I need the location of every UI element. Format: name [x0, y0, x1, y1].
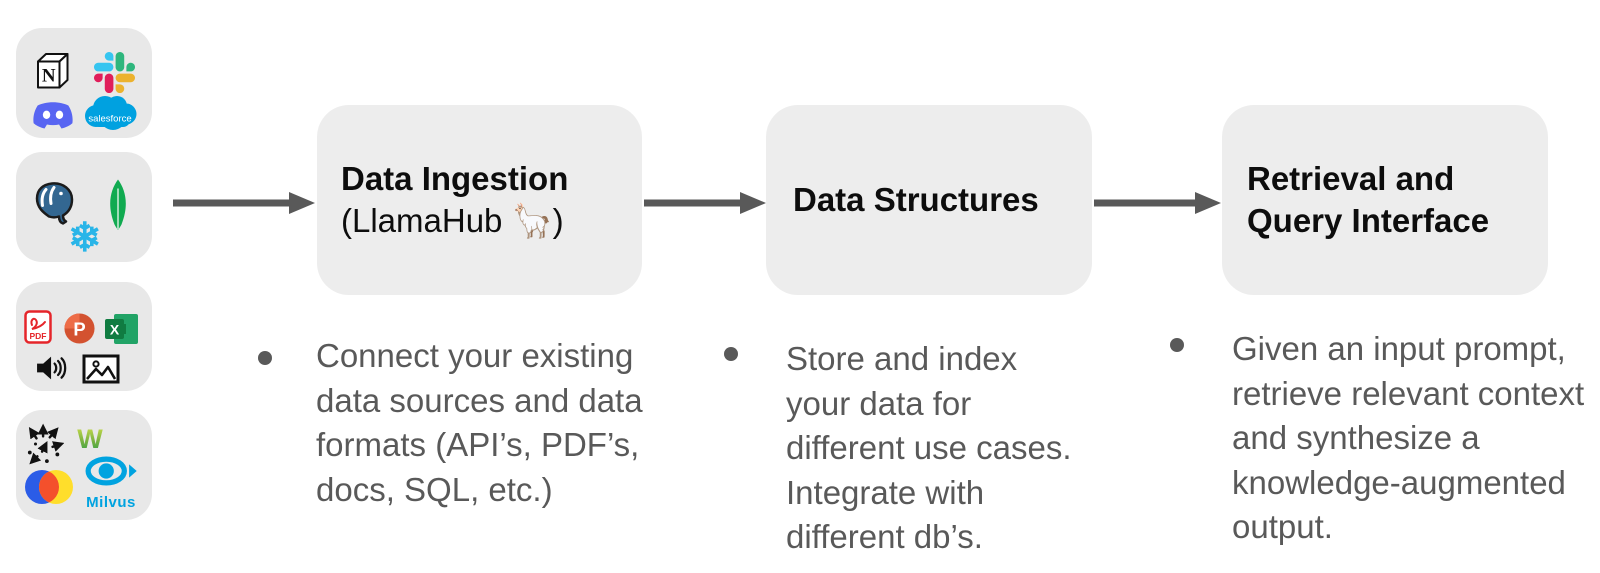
pdf-icon: PDF	[24, 310, 52, 344]
flow-arrow-3	[1094, 192, 1221, 214]
bullet-dot	[258, 351, 272, 365]
salesforce-icon: salesforce	[82, 95, 138, 133]
stage-box-data-ingestion: Data Ingestion (LlamaHub 🦙)	[317, 105, 642, 295]
discord-icon	[32, 97, 74, 131]
stage-title: Retrieval and Query Interface	[1247, 160, 1490, 239]
source-card-databases: ❄	[16, 152, 152, 262]
stage-subtitle: (LlamaHub 🦙)	[341, 202, 564, 239]
flow-arrow-1	[173, 192, 315, 214]
milvus-icon	[82, 451, 140, 491]
snowflake-icon: ❄	[68, 216, 102, 260]
vector-arrows-icon	[26, 423, 64, 465]
audio-icon	[34, 354, 69, 382]
milvus-label: Milvus	[86, 494, 136, 511]
bullet-dot	[1170, 338, 1184, 352]
stage-title: Data Structures	[793, 181, 1039, 218]
bullet-item-data-ingestion: Connect your existing data sources and d…	[316, 337, 643, 508]
flow-arrow-2	[644, 192, 766, 214]
bullet-dot	[724, 347, 738, 361]
excel-letter: X	[110, 322, 120, 338]
excel-icon: X	[104, 313, 139, 345]
powerpoint-letter: P	[73, 318, 85, 339]
weaviate-icon: W	[71, 422, 109, 454]
postgresql-icon	[32, 180, 78, 225]
weaviate-letter: W	[77, 424, 103, 454]
stage-title: Data Ingestion	[341, 160, 569, 197]
salesforce-wordmark: salesforce	[88, 114, 131, 125]
source-card-vector-stores: W Milvus	[16, 410, 152, 520]
bullet-item-retrieval: Given an input prompt, retrieve relevant…	[1232, 330, 1585, 545]
source-card-saas-apps: N	[16, 28, 152, 138]
slack-icon	[94, 52, 135, 93]
chroma-icon	[22, 468, 76, 506]
image-icon	[82, 354, 120, 384]
source-card-file-formats: PDF P X	[16, 282, 152, 391]
stage-box-retrieval-query-interface: Retrieval and Query Interface	[1222, 105, 1548, 295]
mongodb-icon	[105, 178, 131, 231]
stage-box-data-structures: Data Structures	[766, 105, 1092, 295]
powerpoint-icon: P	[63, 312, 96, 345]
pdf-label: PDF	[30, 331, 47, 341]
notion-icon: N	[31, 50, 71, 91]
notion-letter: N	[42, 66, 56, 87]
bullet-item-data-structures: Store and index your data for different …	[786, 340, 1072, 555]
